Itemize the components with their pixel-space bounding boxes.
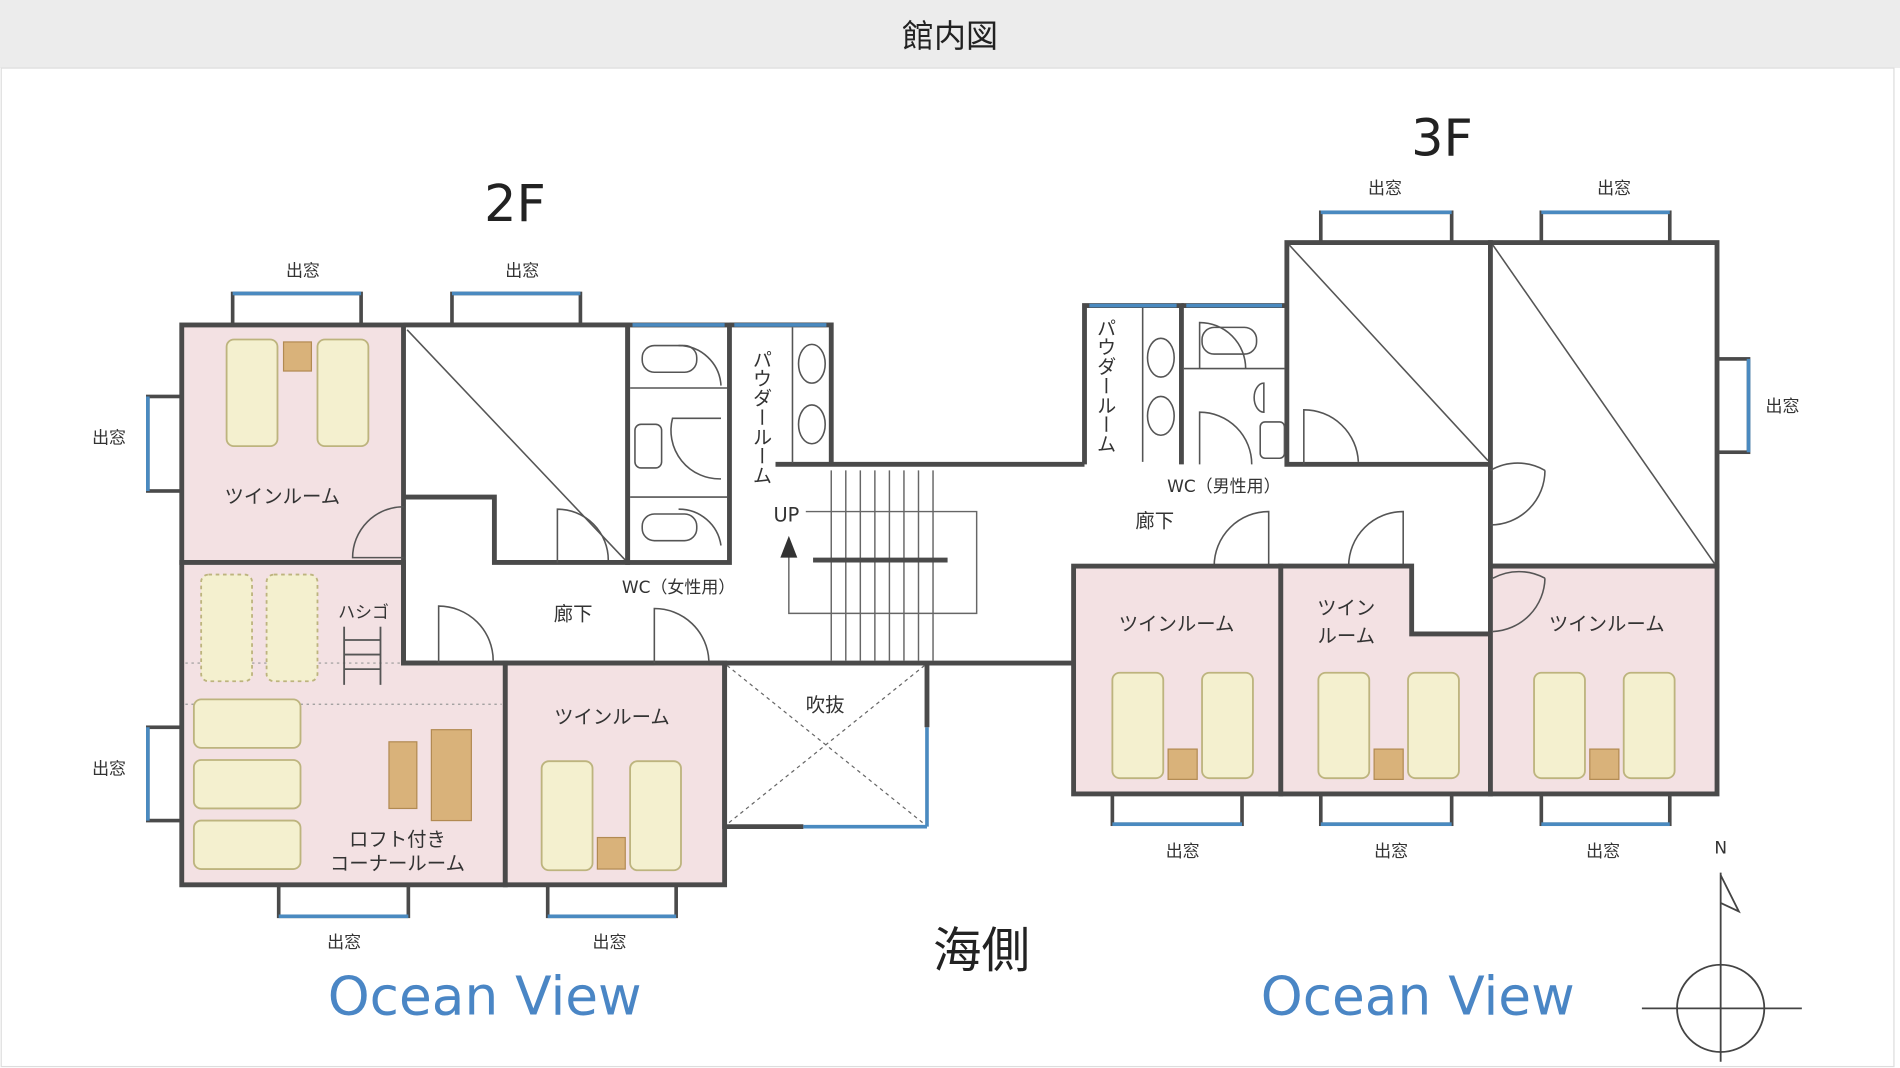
powder-room-2f: パウダールーム	[729, 322, 834, 485]
bay-windows-3f	[1110, 210, 1751, 827]
bay-window-label: 出窓	[1766, 396, 1800, 416]
room-label: ツインルーム	[1549, 612, 1665, 635]
page-header: 館内図	[0, 0, 1900, 68]
powder-room-label: パウダールーム	[749, 349, 772, 485]
walls-3f	[1213, 240, 1720, 569]
ocean-view-label: Ocean View	[328, 965, 642, 1027]
twin-room-3f-c: ツインルーム	[1488, 563, 1720, 797]
corridor-label: 廊下	[1135, 509, 1174, 532]
compass-north-label: N	[1714, 837, 1727, 857]
bay-window-label: 出窓	[1586, 841, 1620, 861]
wc-label: WC（女性用）	[622, 577, 735, 597]
compass-icon	[1641, 872, 1802, 1062]
powder-room-3f: パウダールーム	[1082, 303, 1184, 465]
ladder-label: ハシゴ	[338, 602, 389, 622]
bay-window-label: 出窓	[327, 932, 361, 952]
room-label-line2: ルーム	[1317, 624, 1375, 647]
bay-window-label: 出窓	[1374, 841, 1408, 861]
floor-3f-label: 3F	[1411, 109, 1473, 168]
bay-window-label: 出窓	[286, 261, 320, 281]
walls-2f	[401, 322, 1085, 666]
twin-room-2f-a: ツインルーム	[179, 322, 406, 565]
room-label: ツインルーム	[554, 706, 670, 729]
page-title: 館内図	[901, 17, 998, 55]
staircase	[780, 470, 978, 661]
bay-window-label: 出窓	[593, 932, 627, 952]
atrium-label: 吹抜	[806, 694, 845, 717]
atrium: 吹抜	[722, 663, 930, 830]
bay-window-label: 出窓	[92, 759, 126, 779]
bay-window-label: 出窓	[1368, 178, 1402, 198]
powder-room-label: パウダールーム	[1094, 318, 1117, 454]
up-label: UP	[773, 503, 799, 526]
floor-2f-label: 2F	[484, 175, 546, 234]
corridor-label: 廊下	[554, 603, 593, 626]
ocean-view-label: Ocean View	[1261, 965, 1575, 1027]
bay-window-label: 出窓	[1166, 841, 1200, 861]
twin-room-2f-b: ツインルーム	[502, 660, 728, 888]
twin-room-3f-a: ツインルーム	[1071, 563, 1284, 797]
bay-window-label: 出窓	[92, 428, 126, 448]
room-label-line1: ツイン	[1317, 597, 1375, 620]
room-label: ツインルーム	[1119, 612, 1235, 635]
bay-window-label: 出窓	[505, 261, 539, 281]
sea-side-label: 海側	[933, 923, 1030, 979]
wc-label: WC（男性用）	[1167, 476, 1280, 496]
room-label-line2: コーナールーム	[330, 852, 465, 875]
room-label: ツインルーム	[224, 485, 340, 508]
room-label-line1: ロフト付き	[349, 828, 446, 851]
bay-window-label: 出窓	[1597, 178, 1631, 198]
floor-3f: 3F 出窓 出窓 出窓 出窓 出窓 出窓 廊下	[1071, 109, 1800, 1027]
floor-2f: 2F 出窓 出窓 出窓 出窓 出窓 出窓 ツインルーム	[92, 175, 1085, 1027]
wc-men	[1181, 303, 1287, 465]
wc-women	[625, 322, 732, 565]
